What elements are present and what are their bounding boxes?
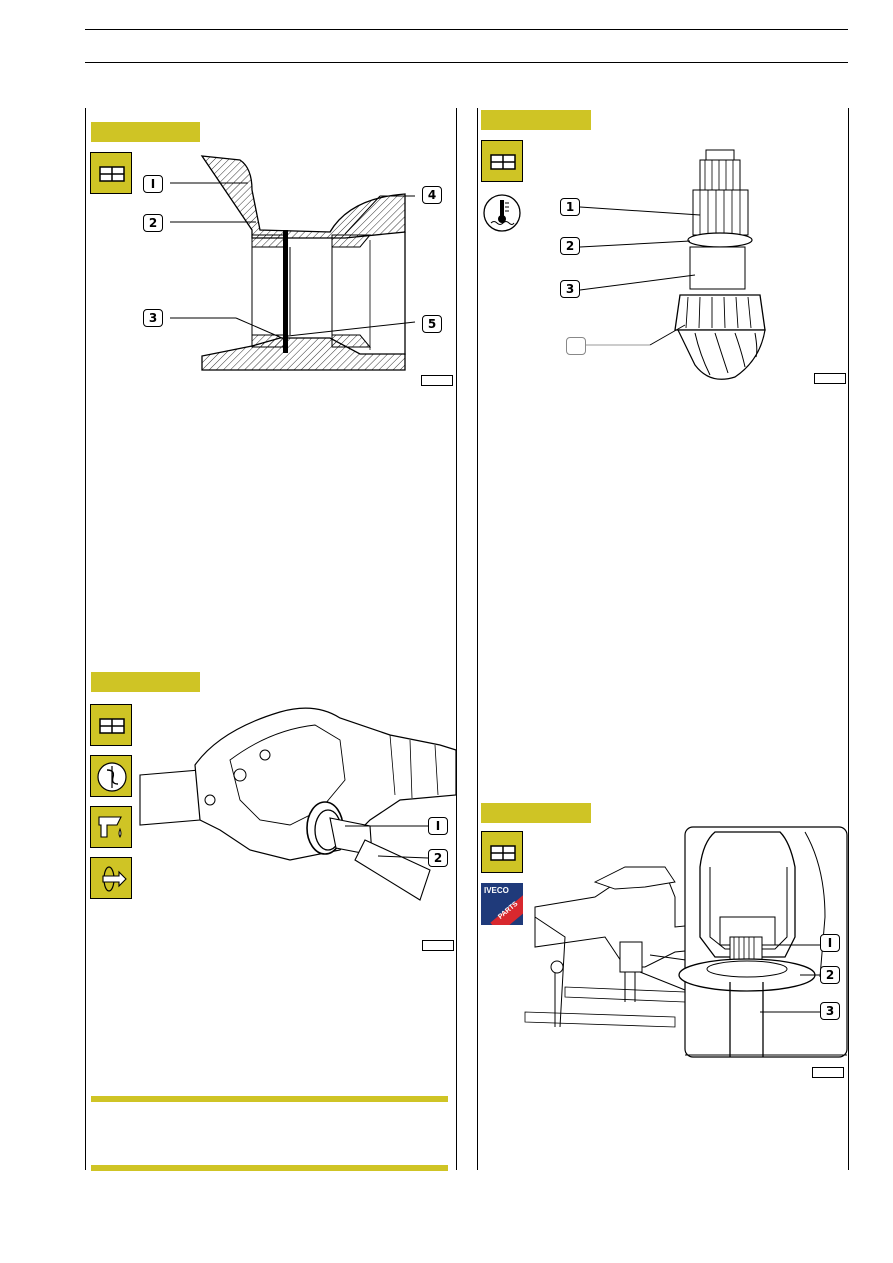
figure-tab bbox=[481, 110, 591, 130]
note-bar-top bbox=[91, 1096, 448, 1102]
column-rule-right bbox=[848, 108, 849, 1170]
disassembly-icon bbox=[90, 152, 132, 194]
header-rule-bottom bbox=[85, 62, 848, 63]
callout-1: I bbox=[428, 817, 448, 835]
iveco-parts-logo-brand: IVECO bbox=[484, 886, 509, 895]
figure-tab bbox=[481, 803, 591, 823]
pinion-bearing-drawing bbox=[579, 149, 766, 380]
callout-1: I bbox=[820, 934, 840, 952]
figure-number-box bbox=[812, 1067, 844, 1078]
callout-2: 2 bbox=[820, 966, 840, 984]
callout-4: 4 bbox=[422, 186, 442, 204]
figure-tab bbox=[91, 672, 200, 692]
disassembly-icon bbox=[481, 140, 523, 182]
disassembly-icon bbox=[481, 831, 523, 873]
figure-number-box bbox=[814, 373, 846, 384]
callout-3: 3 bbox=[560, 280, 580, 298]
axle-housing-drawing bbox=[139, 707, 457, 901]
callout-5: 5 bbox=[422, 315, 442, 333]
note-bar-bottom bbox=[91, 1165, 448, 1171]
column-rule-middle-a bbox=[456, 108, 457, 1170]
callout-1: 1 bbox=[560, 198, 580, 216]
callout-3: 3 bbox=[820, 1002, 840, 1020]
figure-tab bbox=[91, 122, 200, 142]
bearing-housing-section-drawing bbox=[170, 155, 416, 371]
extract-icon bbox=[90, 857, 132, 899]
column-rule-left bbox=[85, 108, 86, 1170]
callout-blank bbox=[566, 337, 586, 355]
figure-number-box bbox=[421, 375, 453, 386]
heat-icon bbox=[483, 194, 521, 232]
column-rule-middle-b bbox=[477, 108, 478, 1170]
unscrew-icon bbox=[90, 755, 132, 797]
callout-3: 3 bbox=[143, 309, 163, 327]
callout-2: 2 bbox=[428, 849, 448, 867]
iveco-parts-logo: IVECO PARTS bbox=[481, 883, 523, 925]
lubricate-icon bbox=[90, 806, 132, 848]
callout-1: I bbox=[143, 175, 163, 193]
differential-assembly-drawing bbox=[524, 826, 848, 1058]
callout-2: 2 bbox=[143, 214, 163, 232]
figure-number-box bbox=[422, 940, 454, 951]
disassembly-icon bbox=[90, 704, 132, 746]
callout-2: 2 bbox=[560, 237, 580, 255]
header-rule-top bbox=[85, 29, 848, 30]
